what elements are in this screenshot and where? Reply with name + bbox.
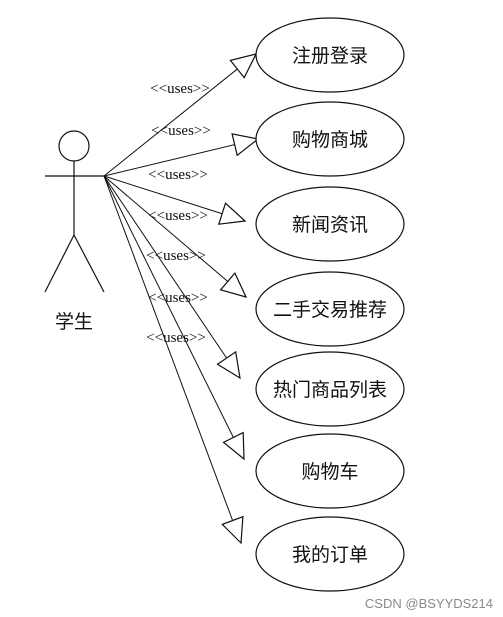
use-case-label-hot-products: 热门商品列表 xyxy=(273,379,387,401)
use-case-shopping-cart xyxy=(255,433,405,509)
association-register-login xyxy=(103,53,257,177)
uses-label: <<uses>> xyxy=(148,167,208,183)
actor-right-leg xyxy=(73,234,105,293)
arrowhead-register-login xyxy=(229,53,258,79)
actor-name: 学生 xyxy=(55,311,93,333)
arrowhead-news xyxy=(217,202,247,225)
uses-label: <<uses>> xyxy=(148,290,208,306)
use-case-register-login xyxy=(255,17,405,93)
uses-label: <<uses>> xyxy=(151,123,211,139)
watermark: CSDN @BSYYDS214 xyxy=(364,596,493,611)
association-my-orders xyxy=(103,175,242,544)
use-case-label-second-hand-recommend: 二手交易推荐 xyxy=(273,299,387,321)
arrowhead-shopping-mall xyxy=(231,133,260,157)
use-case-my-orders xyxy=(255,516,405,592)
arrowhead-hot-products xyxy=(216,350,241,380)
uses-label: <<uses>> xyxy=(146,248,206,264)
association-lines xyxy=(103,53,260,545)
use-case-hot-products xyxy=(255,351,405,427)
use-case-label-my-orders: 我的订单 xyxy=(292,544,368,566)
association-hot-products xyxy=(103,175,241,379)
association-second-hand-recommend xyxy=(103,175,247,298)
use-case-shopping-mall xyxy=(255,101,405,177)
stereotype-labels: <<uses>> <<uses>> <<uses>> <<uses>> <<uses>>… xyxy=(146,81,211,346)
association-shopping-mall xyxy=(103,138,259,177)
arrowhead-shopping-cart xyxy=(222,431,245,461)
use-case-label-register-login: 注册登录 xyxy=(292,45,368,67)
association-news xyxy=(103,175,246,222)
use-case-label-shopping-cart: 购物车 xyxy=(301,461,358,483)
uses-label: <<uses>> xyxy=(146,330,206,346)
use-case-label-news: 新闻资讯 xyxy=(292,214,368,236)
uses-label: <<uses>> xyxy=(148,208,208,224)
use-case-second-hand-recommend xyxy=(255,271,405,347)
actor-left-leg xyxy=(44,234,75,293)
use-case-news xyxy=(255,186,405,262)
arrowhead-second-hand-recommend xyxy=(219,272,248,298)
arrowhead-my-orders xyxy=(221,515,244,545)
use-case-label-shopping-mall: 购物商城 xyxy=(292,129,368,151)
actor-student xyxy=(44,130,105,293)
uses-label: <<uses>> xyxy=(150,81,210,97)
actor-head xyxy=(58,130,90,162)
association-shopping-cart xyxy=(103,175,245,460)
